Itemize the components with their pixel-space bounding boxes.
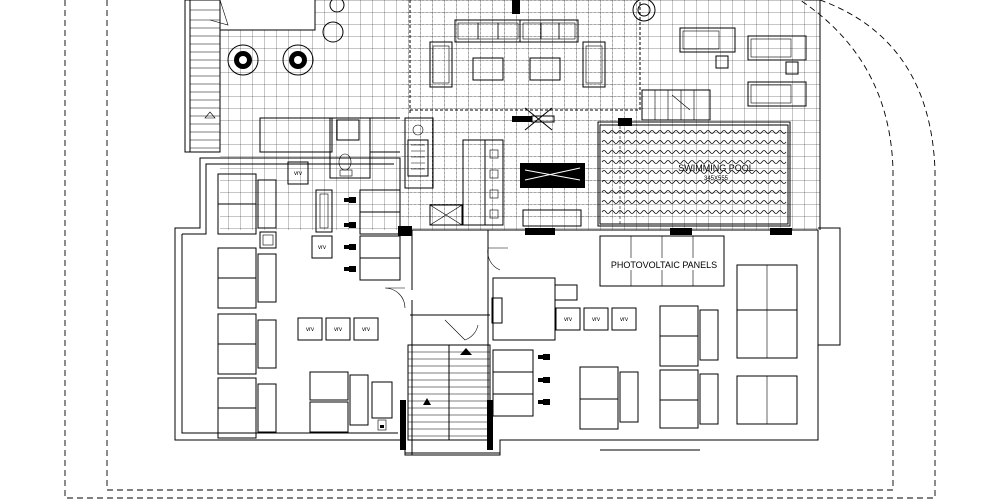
vrv-label: vrv: [334, 327, 342, 333]
pv-panels: PHOTOVOLTAIC PANELS: [599, 235, 725, 287]
vrv-label: vrv: [592, 317, 600, 323]
sun-loungers: [679, 0, 821, 230]
tanks-left: [309, 189, 401, 433]
vrv-unit-7: vrv: [583, 307, 609, 331]
plant-1: [227, 44, 259, 76]
ceiling-fan: [512, 107, 555, 131]
vrv-unit-2: vrv: [311, 235, 333, 259]
pool-title: SWIMMING POOL: [678, 163, 754, 173]
interior-stairs: [407, 344, 491, 441]
vrv-label: vrv: [306, 327, 314, 333]
bbq-counter: [404, 117, 434, 189]
vrv-unit-8: vrv: [611, 307, 637, 331]
vrv-label: vrv: [294, 171, 302, 177]
vrv-units: vrv vrv vrv vrv vrv vrv vrv vrv: [287, 161, 637, 341]
pumps: [344, 197, 550, 405]
swimming-pool: SWIMMING POOL 345X555: [597, 118, 791, 227]
vrv-unit-6: vrv: [555, 307, 581, 331]
plant-2: [282, 44, 314, 76]
vrv-unit-1: vrv: [287, 161, 309, 185]
pv-panels-label: PHOTOVOLTAIC PANELS: [611, 260, 717, 270]
vrv-label: vrv: [620, 317, 628, 323]
storage-right: [492, 264, 798, 430]
pool-steps: [641, 89, 711, 121]
pool-size: 345X555: [704, 176, 729, 182]
outdoor-stairs: [184, 0, 229, 153]
vrv-label: vrv: [564, 317, 572, 323]
door-swings: [384, 247, 508, 341]
floor-drain: [377, 419, 387, 431]
vrv-unit-5: vrv: [353, 317, 379, 341]
vrv-unit-4: vrv: [325, 317, 351, 341]
wc-room: [259, 117, 400, 179]
plant-3: [322, 0, 656, 43]
vrv-label: vrv: [318, 245, 326, 251]
site-boundary: [64, 0, 936, 499]
vrv-label: vrv: [362, 327, 370, 333]
vrv-unit-3: vrv: [297, 317, 323, 341]
lounge-set: [409, 0, 641, 115]
storage-left: [217, 173, 277, 439]
dining-area: [429, 139, 585, 227]
